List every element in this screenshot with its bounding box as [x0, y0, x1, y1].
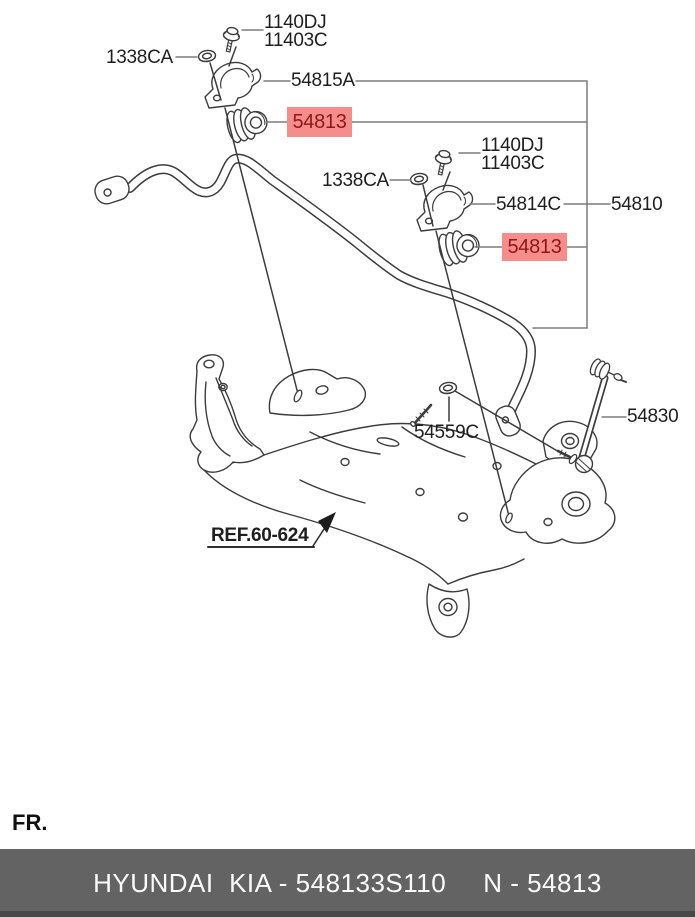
- part-label-11403c-1[interactable]: 11403C: [264, 30, 328, 51]
- ref-pointer: [207, 512, 336, 548]
- ref-label[interactable]: REF.60-624: [211, 525, 309, 546]
- part-label-1140dj-2[interactable]: 1140DJ: [481, 135, 544, 156]
- part-label-54815a[interactable]: 54815A: [291, 70, 355, 91]
- leader-lines-dark: [209, 46, 567, 517]
- part-label-1338ca-2[interactable]: 1338CA: [322, 170, 389, 191]
- parts-diagram: [94, 25, 627, 638]
- stud-icon: [409, 403, 433, 428]
- mount-slot: [293, 389, 303, 403]
- part-label-54830[interactable]: 54830: [627, 406, 679, 427]
- part-label-54810[interactable]: 54810: [611, 194, 663, 215]
- label-lines: [175, 29, 627, 418]
- part-label-1140dj-1[interactable]: 1140DJ: [264, 12, 327, 33]
- mount-cluster-1: [197, 25, 271, 145]
- part-label-54813-highlighted-1[interactable]: 54813: [287, 107, 352, 137]
- footer-brand-part-text: HYUNDAI KIA - 548133S110: [93, 867, 447, 898]
- footer-part-number-text: N - 54813: [483, 867, 602, 898]
- part-label-1338ca-1[interactable]: 1338CA: [106, 47, 173, 68]
- mount-slot: [505, 512, 513, 524]
- footer-bottom-strip: [0, 911, 695, 917]
- flange-nut-icon: [438, 381, 458, 395]
- footer-bar: HYUNDAI KIA - 548133S110 N - 54813: [0, 849, 695, 917]
- mount-cluster-2: [409, 148, 483, 268]
- crossmember-icon: [189, 354, 616, 638]
- part-label-54814c[interactable]: 54814C: [496, 194, 561, 215]
- part-number: 54813: [507, 235, 562, 258]
- part-label-54559c[interactable]: 54559C: [414, 422, 479, 443]
- stabilizer-bar-icon: [94, 153, 536, 437]
- part-label-54813-highlighted-2[interactable]: 54813: [502, 233, 567, 261]
- part-number: 54813: [292, 110, 347, 133]
- part-label-11403c-2[interactable]: 11403C: [481, 153, 545, 174]
- ref-pointer-arrowhead: [318, 512, 336, 533]
- fr-label: FR.: [12, 810, 48, 835]
